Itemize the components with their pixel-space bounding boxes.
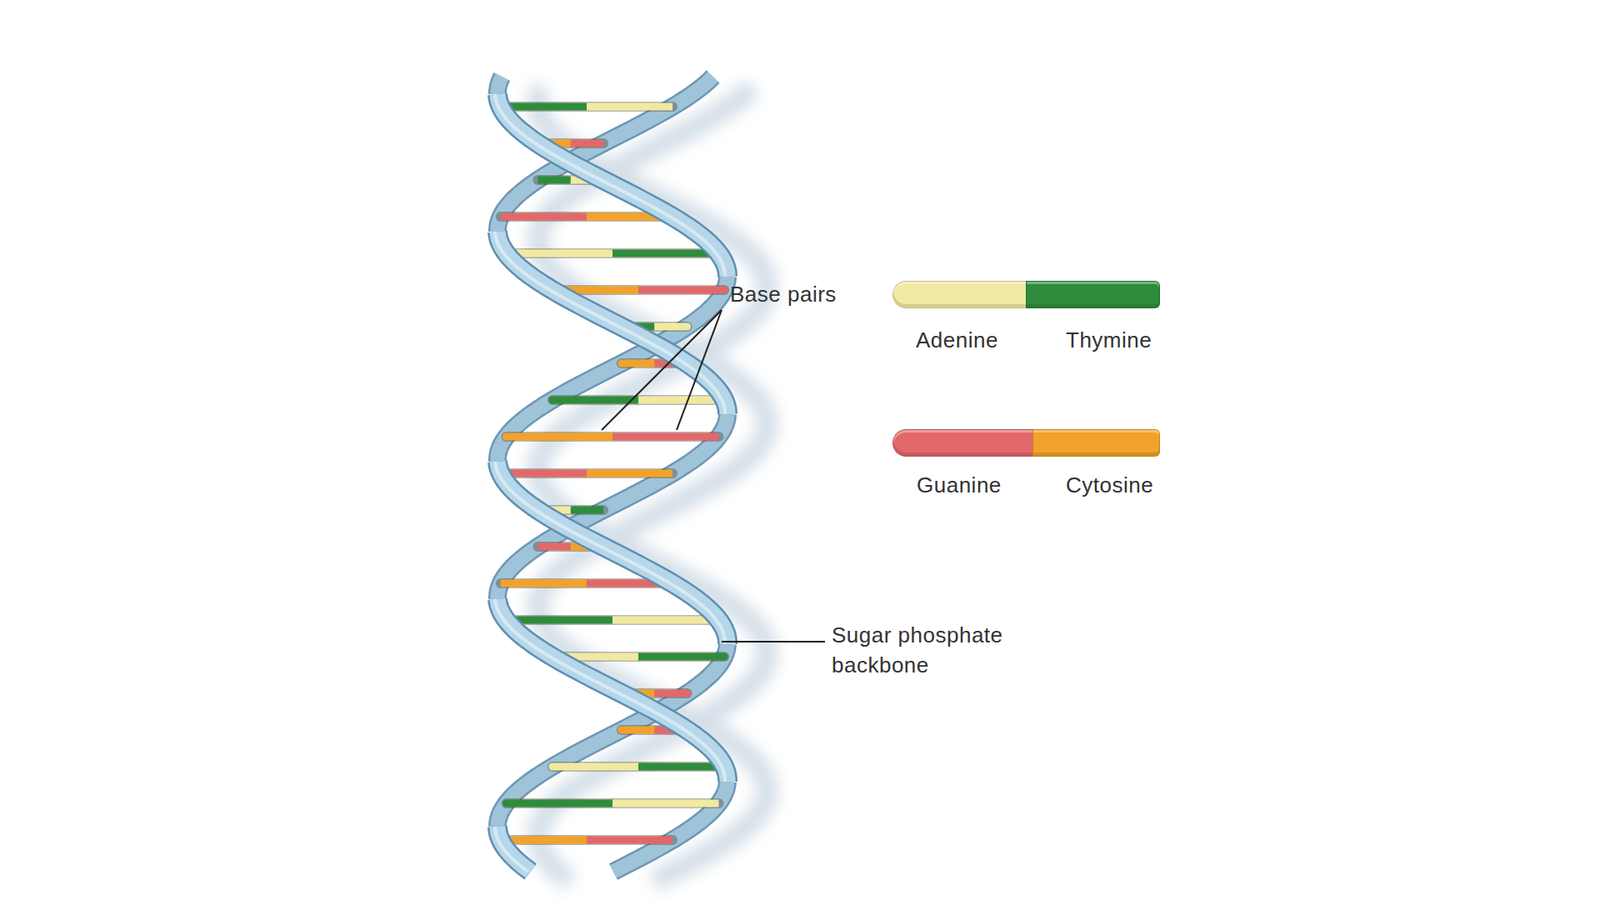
base-pair-outline — [506, 431, 720, 442]
leader-line — [676, 310, 722, 430]
base-pair — [500, 213, 587, 221]
part-label: Base pairs — [730, 279, 837, 310]
legend-label: Adenine — [915, 325, 999, 355]
base-pair — [621, 726, 655, 735]
backbone-ribbon — [497, 76, 714, 232]
base-pair — [638, 653, 725, 661]
base-pair-outline — [552, 395, 725, 405]
base-pair-outline — [500, 101, 673, 112]
leader-lines — [601, 310, 825, 642]
base-pair — [506, 433, 613, 441]
backbone-ribbon — [537, 86, 542, 105]
leader-line — [601, 310, 722, 430]
backbone-ribbon — [613, 781, 728, 872]
base-pair — [612, 250, 719, 258]
base-pair-outline — [500, 468, 673, 479]
base-pair — [621, 360, 655, 368]
legend-swatch — [1032, 429, 1160, 457]
leader-line — [721, 640, 825, 643]
base-pair-outline — [552, 761, 725, 772]
base-pair — [654, 690, 687, 698]
legend-label: Guanine — [916, 470, 1002, 500]
base-pair-outline — [506, 615, 720, 625]
base-pair — [612, 433, 719, 441]
backbone-ribbon — [613, 781, 728, 872]
backbone-ribbon — [495, 461, 725, 645]
base-pair — [586, 836, 673, 845]
base-pair — [570, 140, 604, 148]
backbone-back — [497, 76, 728, 872]
base-pair — [612, 616, 719, 625]
base-pair — [506, 616, 613, 625]
base-pair — [500, 580, 587, 588]
base-pair-outline — [506, 248, 720, 259]
backbone-ribbon — [495, 826, 529, 872]
legend-label: Cytosine — [1065, 470, 1154, 500]
legend-label: Thymine — [1065, 325, 1152, 355]
base-pair — [506, 800, 613, 808]
backbone-ribbon — [497, 76, 714, 232]
base-pair — [552, 763, 639, 771]
part-label: Sugar phosphate backbone — [831, 620, 1032, 680]
legend-swatch — [1025, 280, 1160, 309]
base-pair — [506, 250, 613, 258]
backbone-ribbon — [495, 231, 725, 415]
base-pair — [638, 286, 725, 295]
base-pair — [654, 323, 687, 331]
legend-swatch — [892, 280, 1027, 309]
backbone-ribbon — [495, 599, 725, 782]
base-pair — [612, 800, 719, 808]
backbone-ribbon — [497, 76, 502, 95]
backbone-ribbon — [495, 94, 725, 277]
base-pair-outline — [500, 835, 673, 845]
base-pair — [552, 396, 639, 405]
backbone-ribbon — [497, 76, 502, 95]
legend-swatch — [892, 429, 1034, 457]
base-pair-outline — [506, 798, 720, 809]
base-pair — [586, 103, 673, 111]
base-pair — [537, 176, 570, 185]
base-pair — [570, 506, 604, 515]
base-pair — [586, 470, 673, 478]
backbone-front — [495, 94, 728, 872]
base-pair — [537, 543, 570, 551]
